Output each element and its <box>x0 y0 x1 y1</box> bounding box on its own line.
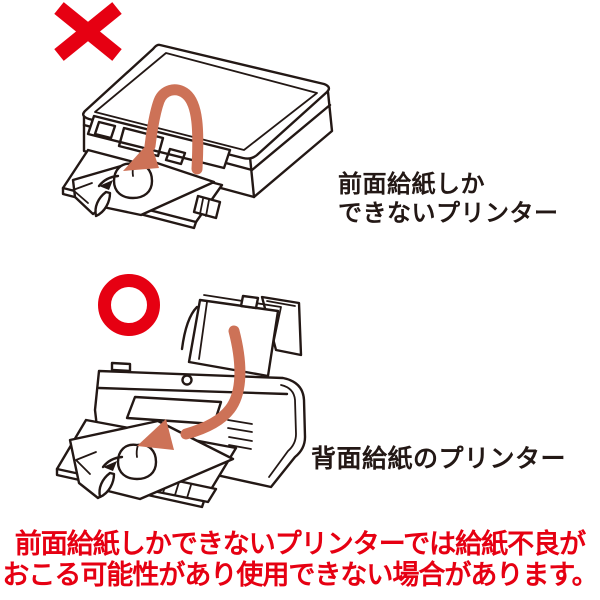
front-printer-caption: 前面給紙しか できないプリンター <box>338 170 559 228</box>
front-printer-caption-line2: できないプリンター <box>338 200 559 227</box>
rear-printer-caption-line: 背面給紙のプリンター <box>311 445 567 473</box>
warning-text: 前面給紙しかできないプリンターでは給紙不良が おこる可能性があり使用できない場合… <box>0 529 600 591</box>
x-mark-icon <box>54 2 122 61</box>
front-feed-arrow-icon <box>123 84 204 175</box>
warning-line1: 前面給紙しかできないプリンターでは給紙不良が <box>14 529 586 559</box>
apple-print-front <box>94 162 154 218</box>
rear-feed-arrow-icon <box>137 325 246 450</box>
warning-line2: おこる可能性があり使用できない場合があります。 <box>2 560 598 590</box>
front-printer-caption-line1: 前面給紙しか <box>338 171 485 198</box>
circle-mark-icon <box>98 274 160 336</box>
apple-print-rear <box>98 443 158 499</box>
rear-printer-illustration <box>55 294 307 509</box>
rear-printer-caption: 背面給紙のプリンター <box>311 445 566 474</box>
